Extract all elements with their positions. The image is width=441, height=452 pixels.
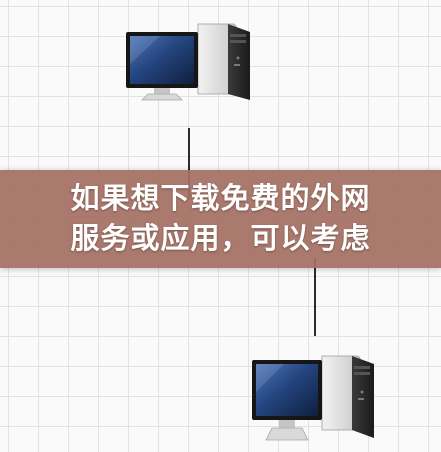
desktop-computer-graphic (126, 23, 250, 101)
banner-text-line-1: 如果想下载免费的外网 (70, 181, 371, 215)
connector-line-top (188, 128, 190, 200)
connector-line-bottom (314, 258, 316, 336)
desktop-computer-icon (124, 18, 256, 108)
desktop-computer-icon (250, 348, 382, 448)
caption-banner: 如果想下载免费的外网 服务或应用，可以考虑 (0, 170, 441, 268)
desktop-computer-graphic (252, 355, 374, 441)
banner-text-line-2: 服务或应用，可以考虑 (70, 221, 371, 255)
